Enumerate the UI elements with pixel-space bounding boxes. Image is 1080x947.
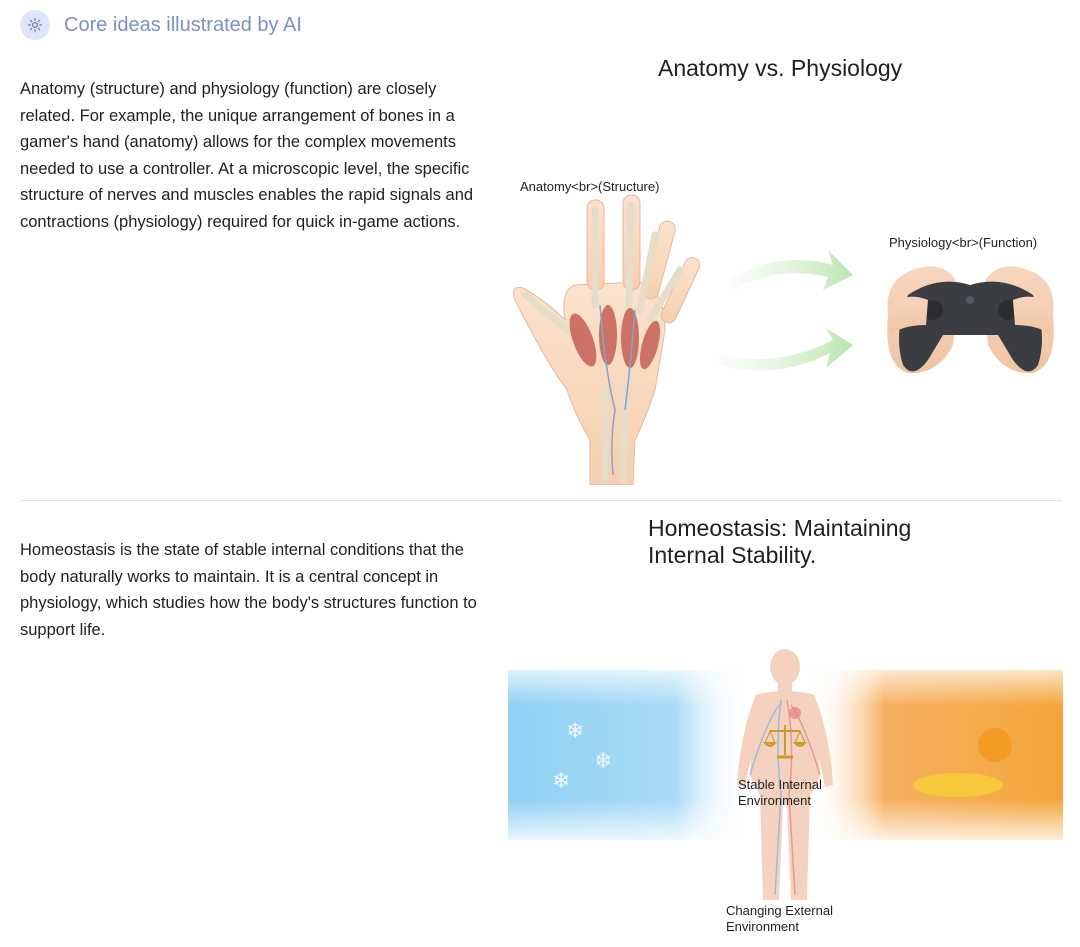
anatomy-paragraph: Anatomy (structure) and physiology (func… xyxy=(20,80,474,231)
homeostasis-paragraph: Homeostasis is the state of stable inter… xyxy=(20,541,477,639)
header-title: Core ideas illustrated by AI xyxy=(64,13,302,36)
snowflake-icon: ❄ xyxy=(566,719,584,744)
balance-scale-icon xyxy=(762,725,808,759)
sun-icon xyxy=(978,728,1012,762)
physiology-label: Physiology<br>(Function) xyxy=(889,235,1038,250)
anatomy-figure-title: Anatomy vs. Physiology xyxy=(658,55,903,81)
anatomy-label: Anatomy<br>(Structure) xyxy=(520,179,660,194)
snowflake-icon: ❄ xyxy=(552,769,570,794)
hand-skeleton-illustration xyxy=(513,194,701,485)
stable-internal-label: Stable Internal Environment xyxy=(738,777,822,808)
transition-arrows xyxy=(718,250,853,371)
human-body-illustration xyxy=(737,649,833,900)
section-divider xyxy=(20,500,1062,501)
sparkle-gear-icon xyxy=(20,10,50,40)
controller-hands-illustration xyxy=(887,266,1054,374)
homeostasis-figure-title: Homeostasis: Maintaining Internal Stabil… xyxy=(648,515,912,568)
changing-external-label: Changing External Environment xyxy=(726,903,833,934)
section-header: Core ideas illustrated by AI xyxy=(20,8,302,42)
snowflake-icon: ❄ xyxy=(594,749,612,774)
